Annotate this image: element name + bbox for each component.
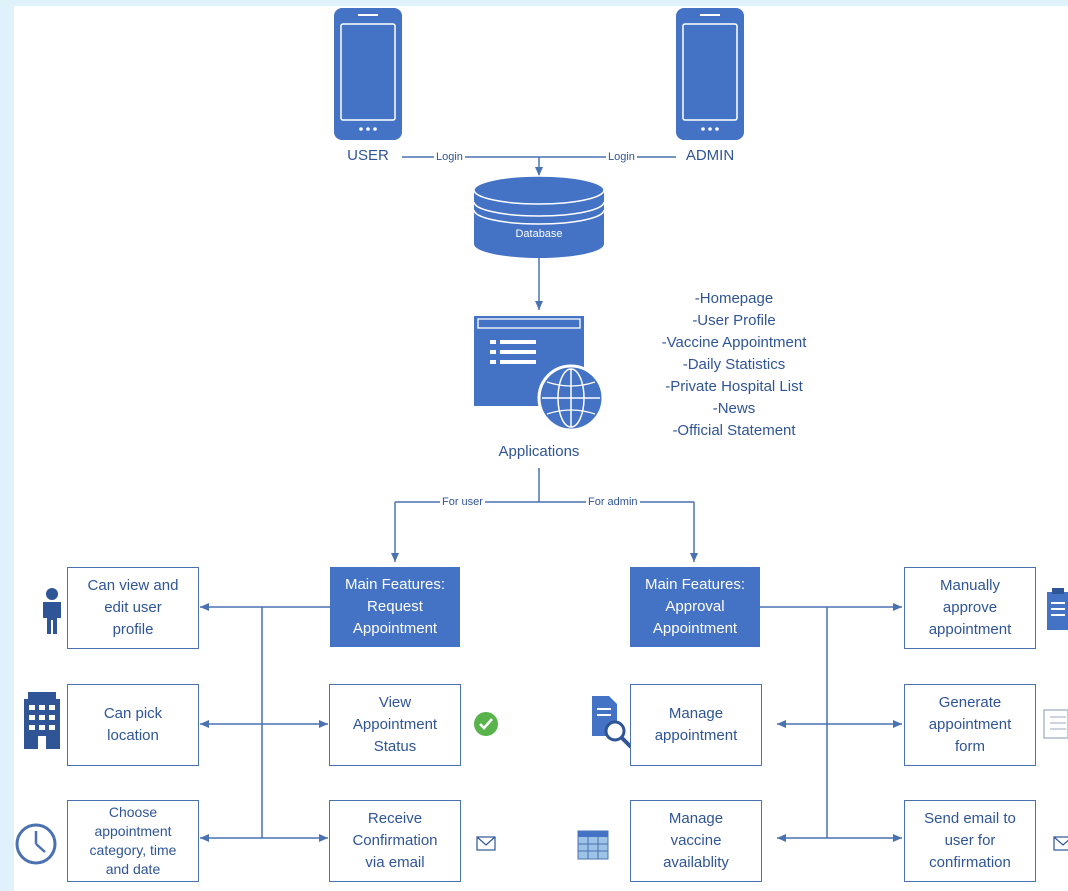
pick-location-box: Can pick location	[67, 684, 199, 766]
database-label: Database	[515, 228, 563, 240]
envelope-icon	[476, 836, 496, 851]
manually-approve-box: Manually approve appointment	[904, 567, 1036, 649]
clock-icon	[15, 823, 57, 865]
for-admin-label: For admin	[586, 495, 640, 509]
connector-layer	[15, 8, 1068, 865]
user-main-features-box: Main Features: Request Appointment	[330, 567, 460, 647]
table-icon	[577, 830, 609, 860]
database-icon	[473, 175, 605, 258]
admin-phone-icon	[676, 8, 744, 140]
view-status-box: View Appointment Status	[329, 684, 461, 766]
feature-item: -Homepage	[694, 290, 774, 307]
feature-item: -News	[712, 400, 756, 417]
admin-feature-connectors	[752, 603, 902, 842]
form-icon	[1043, 709, 1068, 739]
user-feature-connectors	[200, 603, 330, 842]
for-user-label: For user	[440, 495, 485, 509]
feature-item: -Private Hospital List	[665, 378, 803, 395]
feature-item: -Daily Statistics	[682, 356, 786, 373]
admin-main-features-box: Main Features: Approval Appointment	[630, 567, 760, 647]
user-main-features-label: Main Features: Request Appointment	[344, 576, 446, 637]
building-icon	[24, 692, 60, 749]
feature-item: -Vaccine Appointment	[661, 334, 807, 351]
admin-label: ADMIN	[676, 147, 744, 164]
view-edit-profile-box: Can view and edit user profile	[67, 567, 199, 649]
manage-appointment-box: Manage appointment	[630, 684, 762, 766]
user-phone-icon	[334, 8, 402, 140]
envelope-icon	[1053, 836, 1068, 851]
feature-item: -Official Statement	[672, 422, 796, 439]
branch-connectors	[391, 468, 698, 562]
manage-vaccine-box: Manage vaccine availablity	[630, 800, 762, 882]
application-feature-list: -Homepage -User Profile -Vaccine Appoint…	[644, 288, 824, 442]
choose-appointment-box: Choose appointment category, time and da…	[67, 800, 199, 882]
diagram-canvas: USER ADMIN Database Applications Login L…	[14, 6, 1068, 891]
send-email-box: Send email to user for confirmation	[904, 800, 1036, 882]
person-icon	[43, 588, 61, 634]
generate-form-box: Generate appointment form	[904, 684, 1036, 766]
admin-login-label: Login	[606, 150, 637, 164]
user-label: USER	[334, 147, 402, 164]
check-circle-icon	[474, 712, 498, 736]
admin-main-features-label: Main Features: Approval Appointment	[644, 576, 746, 637]
user-login-label: Login	[434, 150, 465, 164]
globe-icon	[537, 364, 605, 432]
applications-label: Applications	[498, 443, 580, 460]
feature-item: -User Profile	[692, 312, 776, 329]
receive-confirmation-box: Receive Confirmation via email	[329, 800, 461, 882]
clipboard-icon	[1047, 588, 1068, 630]
document-search-icon	[592, 696, 633, 749]
